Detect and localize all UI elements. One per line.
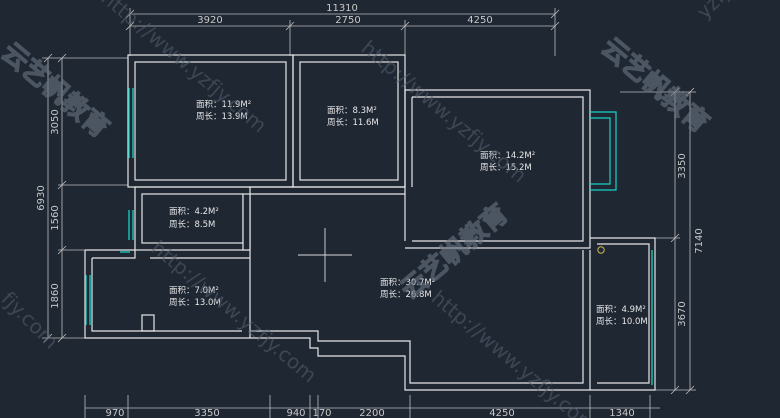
wall-storage (134, 186, 251, 251)
room-2-area: 面积：8.3M² (327, 105, 377, 116)
dim-top-2: 2750 (335, 15, 360, 26)
room-3-perimeter: 周长：15.2M (480, 162, 532, 173)
watermark-brand-2: 云艺帆教育 (596, 32, 716, 139)
room-1-area: 面积：11.9M² (196, 99, 251, 110)
dim-bottom-4: 170 (312, 408, 331, 418)
dim-right-1: 3350 (677, 153, 688, 178)
meter-icon (597, 246, 605, 254)
room-5-area: 面积：7.0M² (169, 285, 219, 296)
room-labels: 面积：11.9M² 周长：13.9M 面积：8.3M² 周长：11.6M 面积：… (169, 99, 648, 327)
watermark-url-2: http://www.yzfjy.com (357, 35, 532, 187)
dim-top-1: 3920 (197, 15, 222, 26)
walls (84, 54, 656, 391)
dim-overall-width: 11310 (326, 3, 358, 14)
room-6-area: 面积：30.7M² (380, 277, 435, 288)
watermark-url-4: http://www.yzfjy.com (427, 285, 602, 418)
dim-left-1: 3050 (50, 109, 61, 134)
watermark-url-1: http://www.yzfjy.com (97, 0, 272, 137)
dim-bottom-1: 970 (105, 408, 124, 418)
room-7-area: 面积：4.9M² (596, 304, 646, 315)
windows (85, 88, 653, 385)
room-4-perimeter: 周长：8.5M (169, 219, 215, 230)
room-4-area: 面积：4.2M² (169, 206, 219, 217)
watermark-brand-3: 云艺帆教育 (395, 198, 515, 305)
room-2-perimeter: 周长：11.6M (327, 117, 379, 128)
crosshair-marker (298, 228, 352, 282)
dim-bottom-7: 1340 (609, 408, 634, 418)
dim-left-overall: 6930 (36, 185, 47, 210)
dim-top-3: 4250 (467, 15, 492, 26)
watermark-corner-top: yzfjy (692, 0, 742, 24)
room-7-perimeter: 周长：10.0M (596, 316, 648, 327)
dim-right-overall: 7140 (694, 228, 705, 253)
room-6-perimeter: 周长：26.8M (380, 289, 432, 300)
dimension-lines (42, 8, 696, 418)
room-5-perimeter: 周长：13.0M (169, 297, 221, 308)
dim-bottom-2: 3350 (194, 408, 219, 418)
dim-bottom-6: 4250 (489, 408, 514, 418)
dim-left-2: 1560 (50, 205, 61, 230)
dim-right-2: 3670 (677, 301, 688, 326)
room-1-perimeter: 周长：13.9M (196, 111, 248, 122)
dim-left-3: 1860 (50, 283, 61, 308)
room-3-area: 面积：14.2M² (480, 150, 535, 161)
watermarks: http://www.yzfjy.com http://www.yzfjy.co… (0, 0, 742, 418)
dimension-labels: 11310 3920 2750 4250 970 3350 940 170 22… (36, 3, 705, 418)
dim-bottom-5: 2200 (359, 408, 384, 418)
dim-bottom-3: 940 (286, 408, 305, 418)
